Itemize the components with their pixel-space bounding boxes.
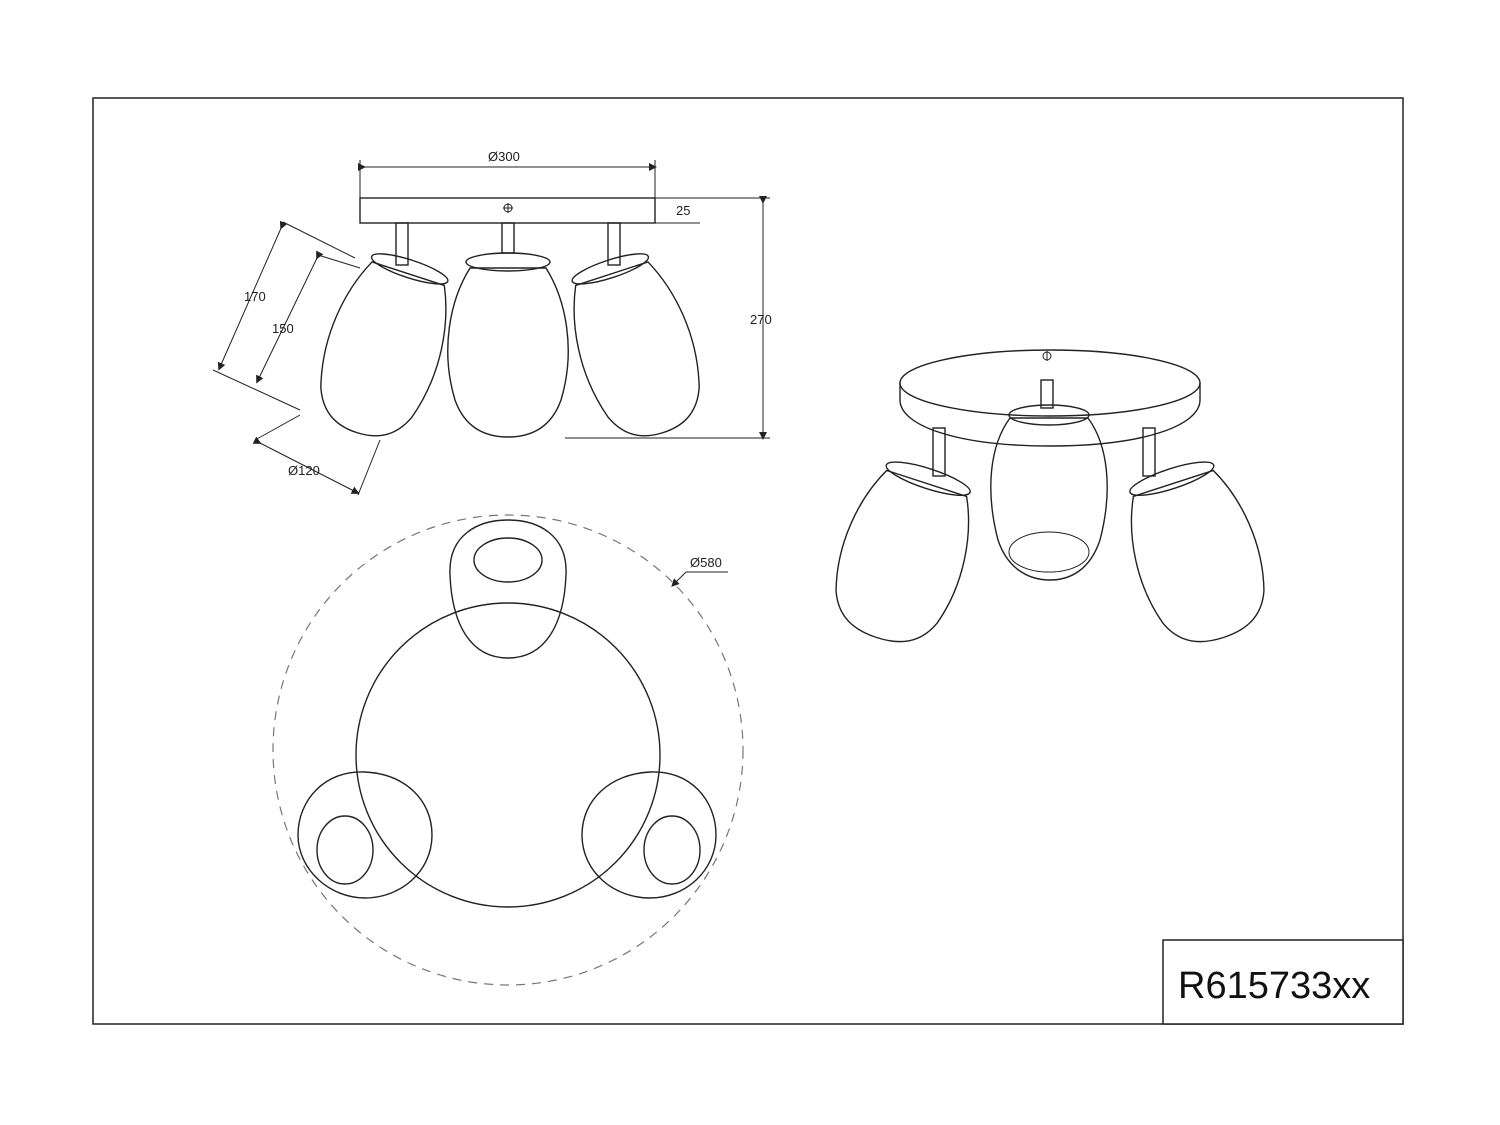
perspective-base-disc [899, 349, 1201, 417]
dim-spread-diameter: Ø580 [690, 555, 722, 570]
shade-left [320, 253, 449, 437]
title-block: R615733xx [1162, 939, 1404, 1025]
product-code: R615733xx [1178, 965, 1370, 1007]
drawing-frame [92, 97, 1404, 1025]
spread-circle [272, 514, 744, 986]
top-view-shade-right [581, 771, 717, 899]
stem-center [501, 222, 515, 254]
top-view-shade-left [297, 771, 433, 899]
side-view: Ø300 25 270 170 150 Ø120 [212, 149, 772, 496]
stem-right [607, 222, 621, 266]
perspective-view [835, 349, 1265, 643]
dim-shade-inner-length: 150 [272, 321, 294, 336]
perspective-shade-right [1129, 461, 1265, 643]
shade-right [571, 253, 700, 437]
dim-base-height: 25 [676, 203, 690, 218]
dim-total-height: 270 [750, 312, 772, 327]
shade-center [447, 252, 569, 438]
perspective-shade-center [990, 404, 1108, 581]
top-view: Ø580 [272, 514, 744, 986]
dim-base-diameter: Ø300 [488, 149, 520, 164]
perspective-shade-left [835, 461, 971, 643]
top-view-shade-top [449, 519, 567, 659]
base-ring [355, 602, 661, 908]
dim-shade-length: 170 [244, 289, 266, 304]
stem-left [395, 222, 409, 266]
dim-shade-diameter: Ø120 [288, 463, 320, 478]
